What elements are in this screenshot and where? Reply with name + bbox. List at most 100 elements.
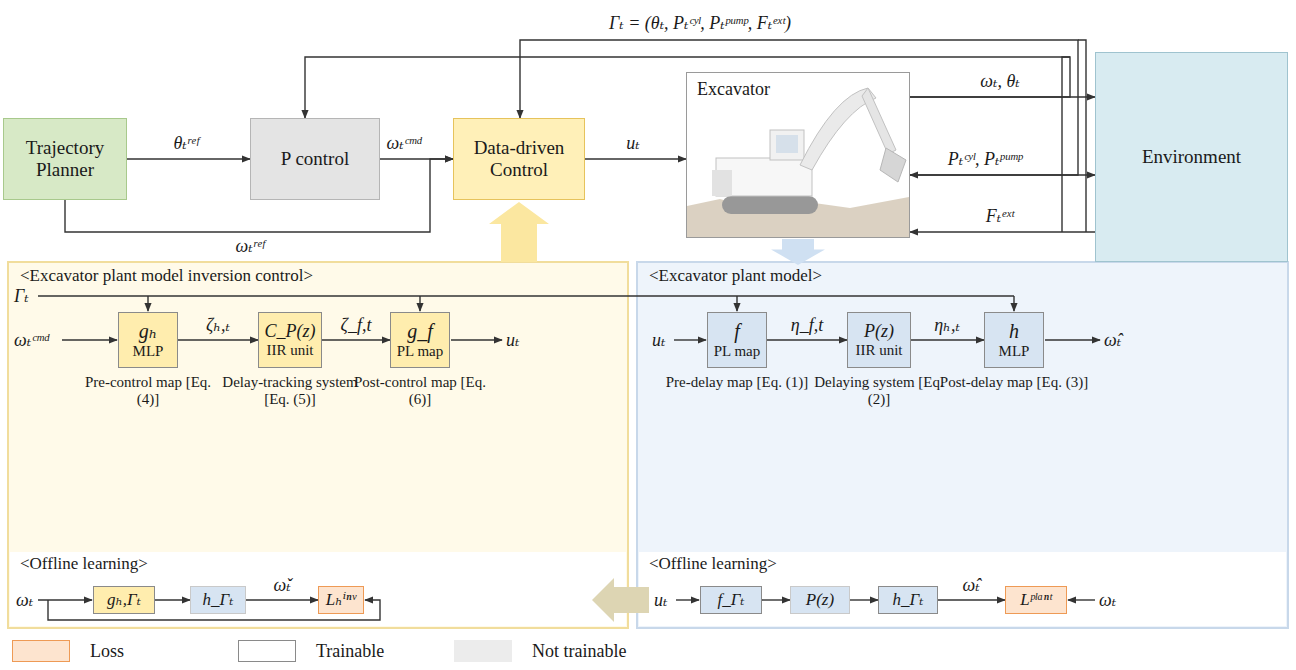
block: f_Γₜ	[700, 586, 762, 614]
signal-label: ωₜᶜᵐᵈ	[387, 133, 422, 154]
node-text: gₕ,Γₜ	[107, 590, 141, 610]
connector	[322, 339, 390, 340]
signal-label: ω̂ₜ	[1104, 330, 1121, 351]
connector	[155, 599, 190, 600]
arm	[862, 88, 896, 154]
legend-text: Not trainable	[532, 641, 626, 662]
gamma-wire	[1013, 296, 1014, 311]
node-text: IIR unit	[855, 342, 902, 359]
node-text: Data-driven Control	[454, 137, 584, 181]
output-wire	[451, 339, 502, 340]
panel-backgrounds	[8, 262, 1288, 628]
input-wire	[38, 599, 92, 600]
signal-bundle	[1062, 57, 1070, 232]
block: h_Γₜ	[878, 586, 938, 614]
panel-background	[10, 552, 626, 626]
signal-label: Fₜᵉˣᵗ	[986, 206, 1014, 227]
input-wire	[674, 339, 706, 340]
loss-box: Lₕⁱⁿᵛ	[318, 586, 364, 614]
connector	[585, 158, 686, 159]
panel-background	[637, 262, 1288, 628]
process-box: Trajectory Planner	[3, 118, 127, 200]
block: gₕMLP	[118, 312, 178, 368]
legend-shape	[238, 640, 296, 662]
connectors	[65, 40, 1095, 622]
panel-heading: <Offline learning>	[20, 554, 616, 574]
node-text: P control	[281, 148, 349, 170]
node-text: P(z)	[864, 321, 894, 342]
node-text: IIR unit	[266, 342, 313, 359]
block: P(z)	[790, 586, 850, 614]
block-caption: Post-control map [Eq. (6)]	[345, 374, 495, 409]
signal-label: ω̂ₜ	[962, 575, 979, 596]
signal-label: ζ_f,t	[341, 315, 372, 336]
block-caption: Delay-tracking system [Eq. (5)]	[215, 374, 365, 409]
node-text: P(z)	[806, 590, 834, 610]
block: h_Γₜ	[190, 586, 246, 614]
node-text: gₕ	[139, 320, 158, 343]
node-text: g_f	[407, 320, 433, 343]
signal-label: ω̌ₜ	[273, 575, 290, 596]
flow-arrow	[592, 578, 649, 622]
connector	[762, 599, 790, 600]
node-text: C_P(z)	[265, 321, 316, 342]
node-text: PL map	[714, 343, 761, 360]
bucket	[880, 148, 906, 182]
target-wire	[1068, 599, 1095, 600]
input-wire	[676, 599, 699, 600]
block: hMLP	[984, 312, 1044, 368]
gamma-wire	[147, 296, 148, 311]
signal-label: uₜ	[654, 590, 667, 611]
signal-label: ωₜʳᵉᶠ	[236, 236, 265, 257]
block: fPL map	[707, 312, 767, 368]
node-text: h_Γₜ	[893, 590, 924, 610]
node-text: f	[734, 320, 740, 343]
node-text: f_Γₜ	[717, 590, 744, 610]
connector	[305, 57, 1070, 118]
block: C_P(z)IIR unit	[258, 312, 322, 368]
signal-label: Pₜᶜʸˡ, Pₜᵖᵘᵐᵖ	[948, 149, 1023, 170]
block: g_fPL map	[390, 312, 450, 368]
node-text: h_Γₜ	[203, 590, 234, 610]
panel-heading: <Offline learning>	[649, 554, 1276, 574]
block-caption: Pre-control map [Eq. (4)]	[73, 374, 223, 409]
process-box: P control	[250, 118, 380, 200]
gamma-wire	[736, 296, 737, 311]
output-wire	[1045, 339, 1100, 340]
connector	[911, 339, 984, 340]
node-text: MLP	[133, 343, 164, 360]
panel-heading: Excavator	[697, 79, 899, 100]
legend-swatch	[12, 640, 70, 662]
panel: <Excavator plant model inversion control…	[8, 262, 628, 628]
signal-label: Γₜ	[14, 286, 29, 307]
counterweight	[712, 170, 732, 196]
connector	[520, 40, 1078, 175]
gamma-wire	[38, 295, 1014, 296]
loss-box: Lᵖˡᵃⁿᵗ	[1005, 586, 1067, 614]
block-caption: Post-delay map [Eq. (3)]	[939, 374, 1089, 391]
block: gₕ,Γₜ	[93, 586, 155, 614]
connector	[127, 158, 250, 159]
signal-label: uₜ	[506, 330, 519, 351]
ground	[687, 197, 909, 237]
signal-label: η_f,t	[791, 315, 823, 336]
signal-label: uₜ	[626, 133, 639, 154]
connector	[246, 599, 318, 600]
panel-heading: <Excavator plant model>	[649, 266, 1276, 286]
cab	[770, 130, 804, 160]
connector	[767, 339, 847, 340]
cab-window	[776, 135, 798, 153]
signal-label: ζₕ,ₜ	[206, 315, 230, 336]
node-text: Trajectory Planner	[4, 137, 126, 181]
signal-label: ηₕ,ₜ	[934, 315, 960, 336]
connector	[178, 339, 258, 340]
gamma-wire	[419, 296, 420, 311]
signal-label: Γₜ = (θₜ, Pₜᶜʸˡ, Pₜᵖᵘᵐᵖ, Fₜᵉˣᵗ)	[609, 13, 791, 34]
connector	[910, 231, 1095, 232]
signal-label: ωₜᶜᵐᵈ	[14, 330, 49, 351]
node-text: Lₕⁱⁿᵛ	[326, 590, 356, 610]
panel-background	[8, 262, 628, 628]
signal-bundle	[1078, 40, 1086, 232]
panel-heading: <Excavator plant model inversion control…	[20, 266, 616, 286]
